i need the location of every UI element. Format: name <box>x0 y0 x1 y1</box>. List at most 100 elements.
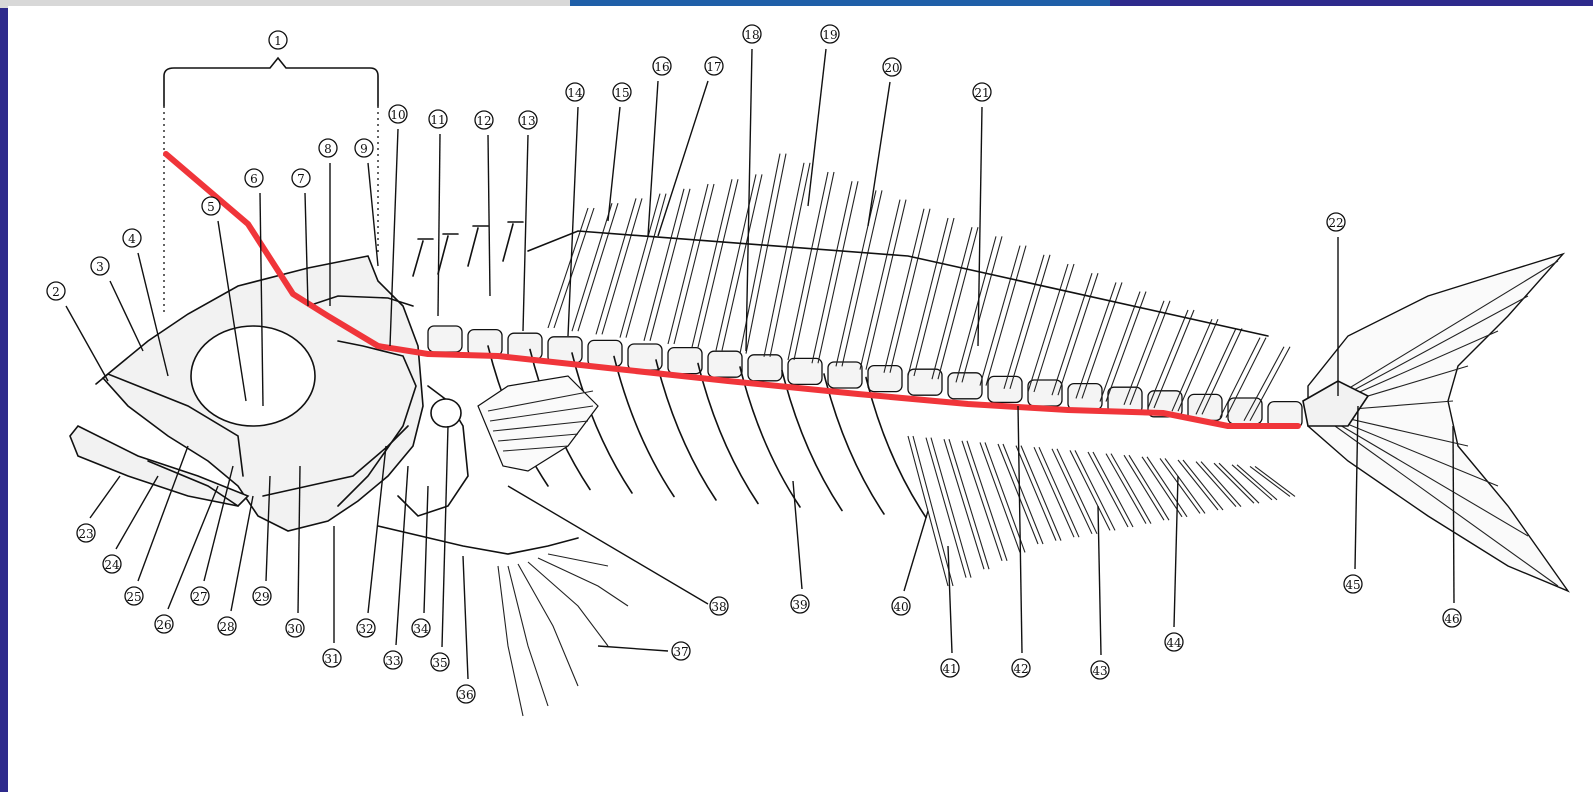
callout-leader <box>1098 506 1101 655</box>
dorsal-ray <box>1124 301 1164 405</box>
callout-label-9: 9 <box>355 139 373 157</box>
callout-leader <box>424 486 428 613</box>
dorsal-ray <box>962 236 1002 382</box>
callout-number: 30 <box>287 622 302 636</box>
callout-label-30: 30 <box>286 619 304 637</box>
callout-label-12: 12 <box>475 111 493 129</box>
callout-number: 2 <box>52 285 60 299</box>
callout-number: 37 <box>673 645 688 659</box>
callout-label-21: 21 <box>973 83 991 101</box>
dorsal-ray <box>1100 292 1140 402</box>
dorsal-ray <box>554 208 594 328</box>
callout-number: 20 <box>884 61 899 75</box>
callout-leader <box>523 135 528 331</box>
callout-number: 27 <box>192 590 207 604</box>
callout-leader <box>948 546 952 653</box>
callout-label-29: 29 <box>253 587 271 605</box>
callout-leader <box>396 466 408 645</box>
vertebra <box>788 358 822 384</box>
callout-label-19: 19 <box>821 25 839 43</box>
callout-label-5: 5 <box>202 197 220 215</box>
dorsal-ray <box>1130 301 1170 405</box>
callout-number: 18 <box>744 28 759 42</box>
callout-number: 38 <box>711 600 726 614</box>
dorsal-ray <box>938 227 978 379</box>
callout-number: 21 <box>974 86 989 100</box>
callout-label-43: 43 <box>1091 661 1109 679</box>
dorsal-ray <box>956 236 996 382</box>
callout-leader <box>66 306 108 381</box>
dorsal-ray <box>548 208 588 328</box>
dorsal-ray <box>668 184 708 344</box>
vertebra <box>588 340 622 366</box>
dorsal-ray <box>980 246 1020 386</box>
callout-label-24: 24 <box>103 555 121 573</box>
dorsal-ray <box>770 163 810 357</box>
callout-label-13: 13 <box>519 111 537 129</box>
vertebra <box>908 369 942 395</box>
callout-label-1: 1 <box>269 31 287 49</box>
vertebra <box>668 348 702 374</box>
vertebra <box>708 351 742 377</box>
callout-number: 24 <box>104 558 120 572</box>
callout-label-20: 20 <box>883 58 901 76</box>
vertebra <box>948 373 982 399</box>
slide-canvas: 1234567891011121314151617181920212223242… <box>8 6 1593 792</box>
vertebra <box>1068 384 1102 410</box>
caudal-fin <box>1303 254 1568 591</box>
callout-label-42: 42 <box>1012 659 1030 677</box>
anal-ray <box>1003 444 1043 544</box>
dorsal-ray <box>932 227 972 379</box>
callout-label-31: 31 <box>323 649 341 667</box>
callout-label-7: 7 <box>292 169 310 187</box>
callout-label-18: 18 <box>743 25 761 43</box>
vertebra <box>748 355 782 381</box>
callout-number: 6 <box>250 172 258 186</box>
callout-number: 36 <box>458 688 473 702</box>
dorsal-ray <box>794 172 834 360</box>
dorsal-ray <box>746 154 786 354</box>
callout-number: 43 <box>1092 664 1107 678</box>
callout-leader <box>598 646 668 651</box>
callout-number: 31 <box>324 652 339 666</box>
dorsal-ray <box>692 179 732 347</box>
callout-label-36: 36 <box>457 685 475 703</box>
callout-number: 32 <box>358 622 373 636</box>
callout-leader <box>808 49 826 206</box>
callout-number: 28 <box>219 620 234 634</box>
callout-label-4: 4 <box>123 229 141 247</box>
callout-label-15: 15 <box>613 83 631 101</box>
callout-number: 44 <box>1166 636 1182 650</box>
callout-label-40: 40 <box>892 597 910 615</box>
callout-number: 42 <box>1013 662 1028 676</box>
callout-number: 33 <box>385 654 400 668</box>
dorsal-ray <box>818 181 858 363</box>
callout-number: 40 <box>893 600 908 614</box>
callout-label-45: 45 <box>1344 575 1362 593</box>
callout-label-22: 22 <box>1327 213 1345 231</box>
callout-number: 25 <box>126 590 141 604</box>
callout-number: 23 <box>78 527 93 541</box>
callout-label-39: 39 <box>791 595 809 613</box>
dorsal-ray <box>866 200 906 370</box>
dorsal-ray <box>572 203 612 331</box>
callout-label-37: 37 <box>672 642 690 660</box>
callout-label-23: 23 <box>77 524 95 542</box>
dorsal-ray <box>698 179 738 347</box>
pectoral-fin <box>478 376 598 471</box>
dorsal-ray <box>1034 264 1074 392</box>
callout-number: 16 <box>654 60 669 74</box>
callout-number: 39 <box>792 598 807 612</box>
callout-leader <box>463 556 468 679</box>
dorsal-ray <box>674 184 714 344</box>
callout-number: 1 <box>274 34 282 48</box>
callout-label-28: 28 <box>218 617 236 635</box>
callout-label-6: 6 <box>245 169 263 187</box>
callout-number: 12 <box>476 114 491 128</box>
callout-label-8: 8 <box>319 139 337 157</box>
callout-number: 19 <box>822 28 837 42</box>
callout-number: 4 <box>128 232 136 246</box>
callout-number: 3 <box>96 260 104 274</box>
callout-leader <box>442 426 448 647</box>
callout-label-34: 34 <box>412 619 430 637</box>
